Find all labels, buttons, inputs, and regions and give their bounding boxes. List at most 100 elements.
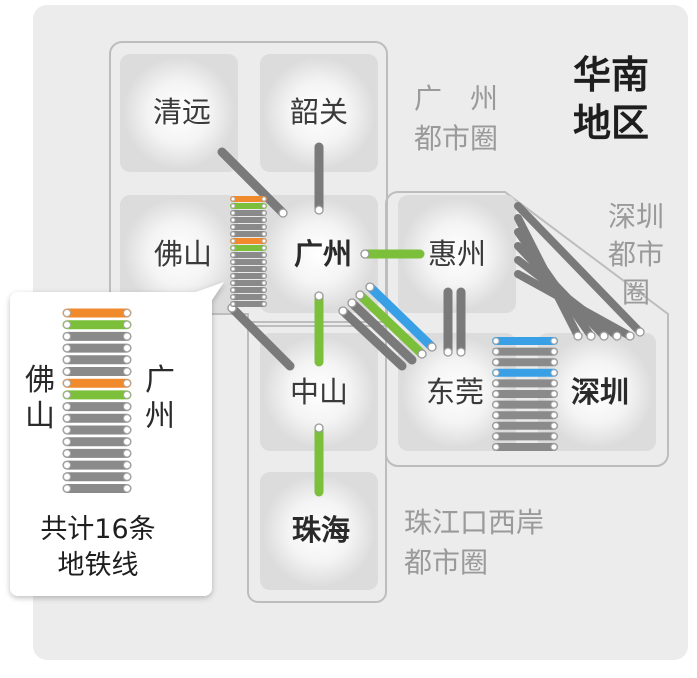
callout-line-station-dot [123,309,131,317]
dongguan-shenzhen-line-station-dot [492,379,500,387]
foshan-guangzhou-line-station-dot [230,301,236,307]
dongguan-shenzhen-line-station-dot [492,411,500,419]
callout-line-station-dot [63,390,71,399]
callout-line-station-dot [63,414,71,423]
foshan-guangzhou-line-station-dot [261,294,267,300]
callout-line-station-dot [63,379,71,388]
callout-line-station-dot [63,320,71,329]
dongguan-shenzhen-line-station-dot [492,337,500,345]
dongguan-shenzhen-line-station-dot [492,443,500,451]
foshan-guangzhou-line-station-dot [230,252,236,258]
dongguan-shenzhen-line-station-dot [550,443,558,451]
region-label-guangzhou: 广 州都市圈 [414,82,498,155]
city-tile-zhuhai [260,472,378,590]
callout-line-station-dot [63,309,71,317]
callout-line-station-dot [63,402,71,411]
dongguan-shenzhen-line-station-dot [492,422,500,430]
foshan-guangzhou-line-station-dot [230,266,236,272]
callout-line-station-dot [63,437,71,446]
foshan-guangzhou-line-station-dot [261,273,267,279]
foshan-guangzhou-line-station-dot [261,301,267,307]
dongguan-shenzhen-line-station-dot [492,348,500,356]
foshan-guangzhou-line-station-dot [261,224,267,230]
callout-line-station-dot [63,344,71,353]
foshan-guangzhou-line-stack [230,196,267,307]
city-label-guangzhou: 广州 [294,237,352,271]
callout-line-station-dot [63,461,71,470]
foshan-guangzhou-line-station-dot [261,287,267,293]
page-title: 华南地区 [573,53,649,145]
dongguan-shenzhen-line-station-dot [550,401,558,409]
foshan-guangzhou-line-station-dot [261,266,267,272]
foshan-guangzhou-line-station-dot [230,210,236,216]
callout-line-station-dot [63,472,71,481]
line-guangzhou-dongguan-3 [355,290,427,359]
line-guangzhou-dongguan-1 [338,306,407,371]
line-bundle-huizhou-shenzhen [514,202,644,340]
dongguan-shenzhen-line-station-dot [550,358,558,366]
foshan-guangzhou-line-station-dot [261,280,267,286]
foshan-guangzhou-line-station-dot [230,273,236,279]
foshan-guangzhou-line-station-dot [261,259,267,265]
foshan-guangzhou-line-station-dot [261,238,267,244]
foshan-guangzhou-line-station-dot [230,294,236,300]
callout-line-station-dot [123,367,131,376]
dongguan-shenzhen-line-station-dot [492,432,500,440]
callout-line-station-dot [63,426,71,434]
line-foshan-zhongshan [227,303,295,371]
shenzhen-metro-region [385,191,669,467]
foshan-guangzhou-line-station-dot [230,196,236,202]
foshan-guangzhou-line-station-dot [261,252,267,258]
callout-line-station-dot [123,320,131,329]
callout-line-station-dot [123,355,131,364]
dongguan-shenzhen-line-station-dot [492,369,500,377]
prd-west-metro-region [247,325,387,603]
foshan-guangzhou-line-station-dot [261,231,267,237]
callout-line-station-dot [123,390,131,399]
region-label-shenzhen: 深圳都市圈 [608,200,664,309]
callout-left-label: 佛山 [25,363,55,434]
dongguan-shenzhen-line-stack [492,337,558,451]
callout-line-station-dot [123,332,131,341]
callout-line-station-dot [123,449,131,458]
line-guangzhou-dongguan-2 [347,298,417,365]
callout-line-station-dot [123,437,131,446]
foshan-guangzhou-line-station-dot [230,224,236,230]
dongguan-shenzhen-line-station-dot [550,379,558,387]
dongguan-shenzhen-line-station-dot [550,337,558,345]
foshan-guangzhou-line-station-dot [230,231,236,237]
callout-line-station-dot [123,402,131,411]
region-label-prd-west: 珠江口西岸都市圈 [404,506,544,579]
foshan-guangzhou-line-station-dot [261,210,267,216]
callout-line-station-dot [63,484,71,493]
foshan-guangzhou-line-station-dot [230,280,236,286]
foshan-guangzhou-line-station-dot [261,245,267,251]
dongguan-shenzhen-line-station-dot [492,390,500,398]
dongguan-shenzhen-line-station-dot [550,369,558,377]
dongguan-shenzhen-line-station-dot [550,422,558,430]
callout-line-station-dot [123,414,131,423]
callout-line-station-dot [123,426,131,434]
foshan-guangzhou-line-station-dot [230,245,236,251]
dongguan-shenzhen-line-station-dot [550,390,558,398]
callout-line-station-dot [123,461,131,470]
city-tile-huizhou [398,195,516,313]
foshan-guangzhou-line-station-dot [261,196,267,202]
callout-right-label: 广州 [145,363,175,434]
foshan-guangzhou-line-station-dot [230,259,236,265]
city-label-zhuhai: 珠海 [292,513,350,547]
city-label-dongguan: 东莞 [426,375,484,409]
callout-line-station-dot [63,449,71,458]
dongguan-shenzhen-line-station-dot [492,401,500,409]
city-label-huizhou: 惠州 [428,237,486,271]
foshan-guangzhou-line-station-dot [230,203,236,209]
foshan-guangzhou-line-station-dot [230,287,236,293]
dongguan-shenzhen-line-station-dot [550,411,558,419]
callout-line-station-dot [123,472,131,481]
city-tile-foshan [120,195,238,313]
line-guangzhou-dongguan-4 [365,282,437,352]
city-tile-shenzhen [538,333,656,451]
city-tile-dongguan [398,333,516,451]
foshan-guangzhou-line-station-dot [230,217,236,223]
